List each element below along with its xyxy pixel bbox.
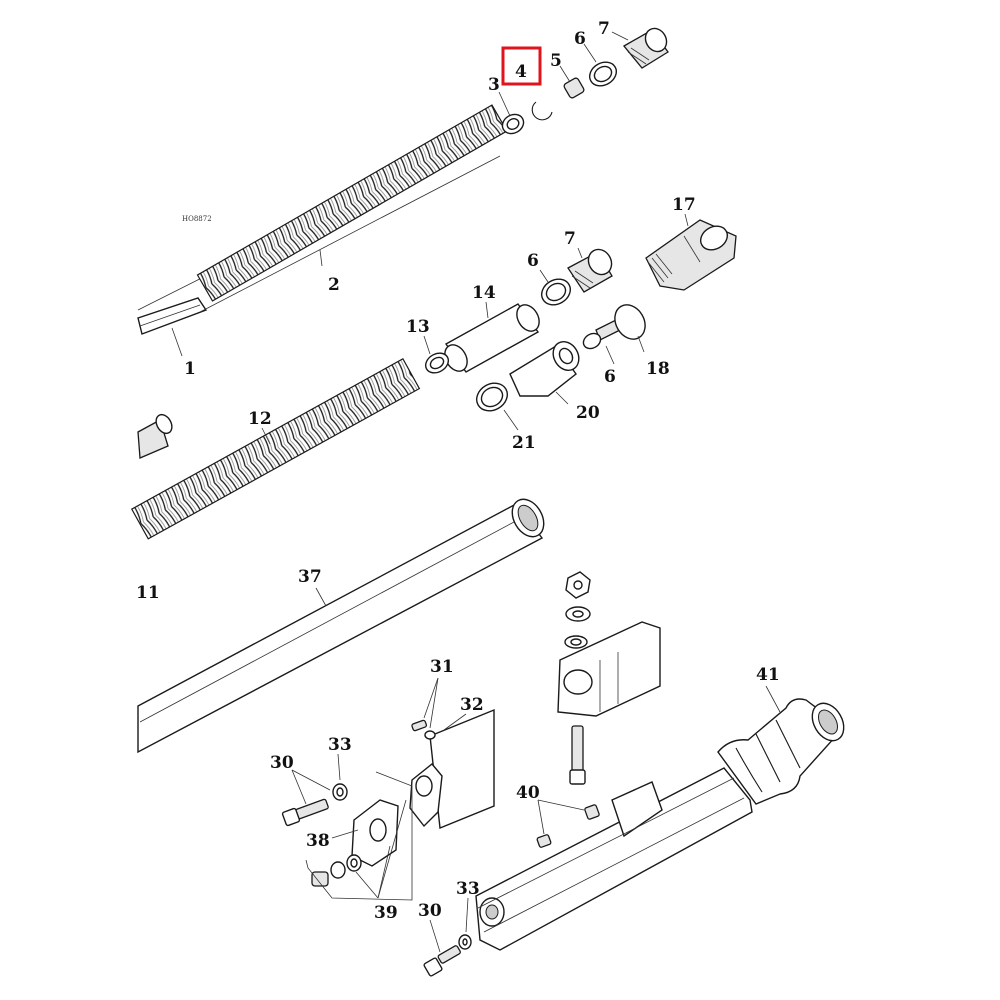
nut-top (565, 571, 591, 599)
callout-6-top: 6 (574, 29, 586, 49)
highlight-box (501, 46, 542, 86)
callout-3: 3 (488, 75, 500, 95)
callout-17: 17 (672, 195, 696, 215)
callout-6-mid: 6 (527, 251, 539, 271)
callout-6-lower: 6 (604, 367, 616, 387)
spacer-5 (563, 77, 585, 99)
callout-40: 40 (516, 783, 540, 803)
callout-33-upper: 33 (328, 735, 352, 755)
callout-31: 31 (430, 657, 454, 677)
leader-lines (171, 31, 781, 953)
callout-1: 1 (184, 359, 196, 379)
callout-21: 21 (512, 433, 536, 453)
washer-3 (501, 113, 525, 135)
o-ring-6-top (588, 61, 618, 87)
screw-31 (411, 719, 436, 740)
fork-spring-lower (130, 358, 421, 540)
bushing-14 (444, 303, 540, 373)
fork-spring-upper (196, 104, 508, 302)
callout-32: 32 (460, 695, 484, 715)
fork-tube-37 (137, 498, 545, 754)
screw-30-upper (281, 798, 329, 827)
callout-38: 38 (306, 831, 330, 851)
callout-20: 20 (576, 403, 600, 423)
callout-5: 5 (550, 51, 562, 71)
fork-cap-7-top (623, 27, 669, 69)
callout-18: 18 (646, 359, 670, 379)
plugs-40 (536, 804, 600, 848)
fork-cap-7-mid (567, 248, 613, 293)
retaining-ring-4 (531, 101, 553, 121)
callout-11: 11 (136, 583, 160, 603)
washers-stack (564, 606, 591, 649)
screw-18 (595, 304, 646, 341)
o-ring-6-mid (540, 278, 572, 306)
bolt-vertical (569, 725, 586, 785)
callout-7-top: 7 (598, 19, 610, 39)
callout-30-upper: 30 (270, 753, 294, 773)
callout-labels: 1 2 3 4 5 6 7 6 7 17 14 13 18 6 20 21 12… (136, 19, 780, 923)
callout-41: 41 (756, 665, 780, 685)
callout-13: 13 (406, 317, 430, 337)
washer-6-small (582, 332, 602, 350)
callout-12: 12 (248, 409, 272, 429)
bolt-11 (137, 413, 173, 459)
washer-13 (424, 352, 450, 374)
callout-37: 37 (298, 567, 322, 587)
caliper-mount (557, 621, 661, 717)
damper-rod (137, 297, 208, 335)
document-code: HO8872 (182, 215, 212, 223)
clamp-38 (351, 799, 399, 867)
callout-4: 4 (515, 62, 527, 82)
callout-30-lower: 30 (418, 901, 442, 921)
washer-21 (475, 382, 509, 412)
callout-2: 2 (328, 275, 340, 295)
screw-30-lower (423, 945, 461, 977)
lower-slider (475, 767, 753, 951)
sleeve-20 (509, 340, 580, 397)
washer-33-upper (332, 783, 348, 801)
callout-39: 39 (374, 903, 398, 923)
callout-7-mid: 7 (564, 229, 576, 249)
callout-33-lower: 33 (456, 879, 480, 899)
washer-33-lower (458, 934, 472, 950)
dust-boot-41 (717, 698, 845, 805)
clevis-17 (645, 219, 737, 291)
nut-washer-39 (311, 854, 362, 887)
fender-bracket (409, 708, 495, 829)
callout-14: 14 (472, 283, 496, 303)
